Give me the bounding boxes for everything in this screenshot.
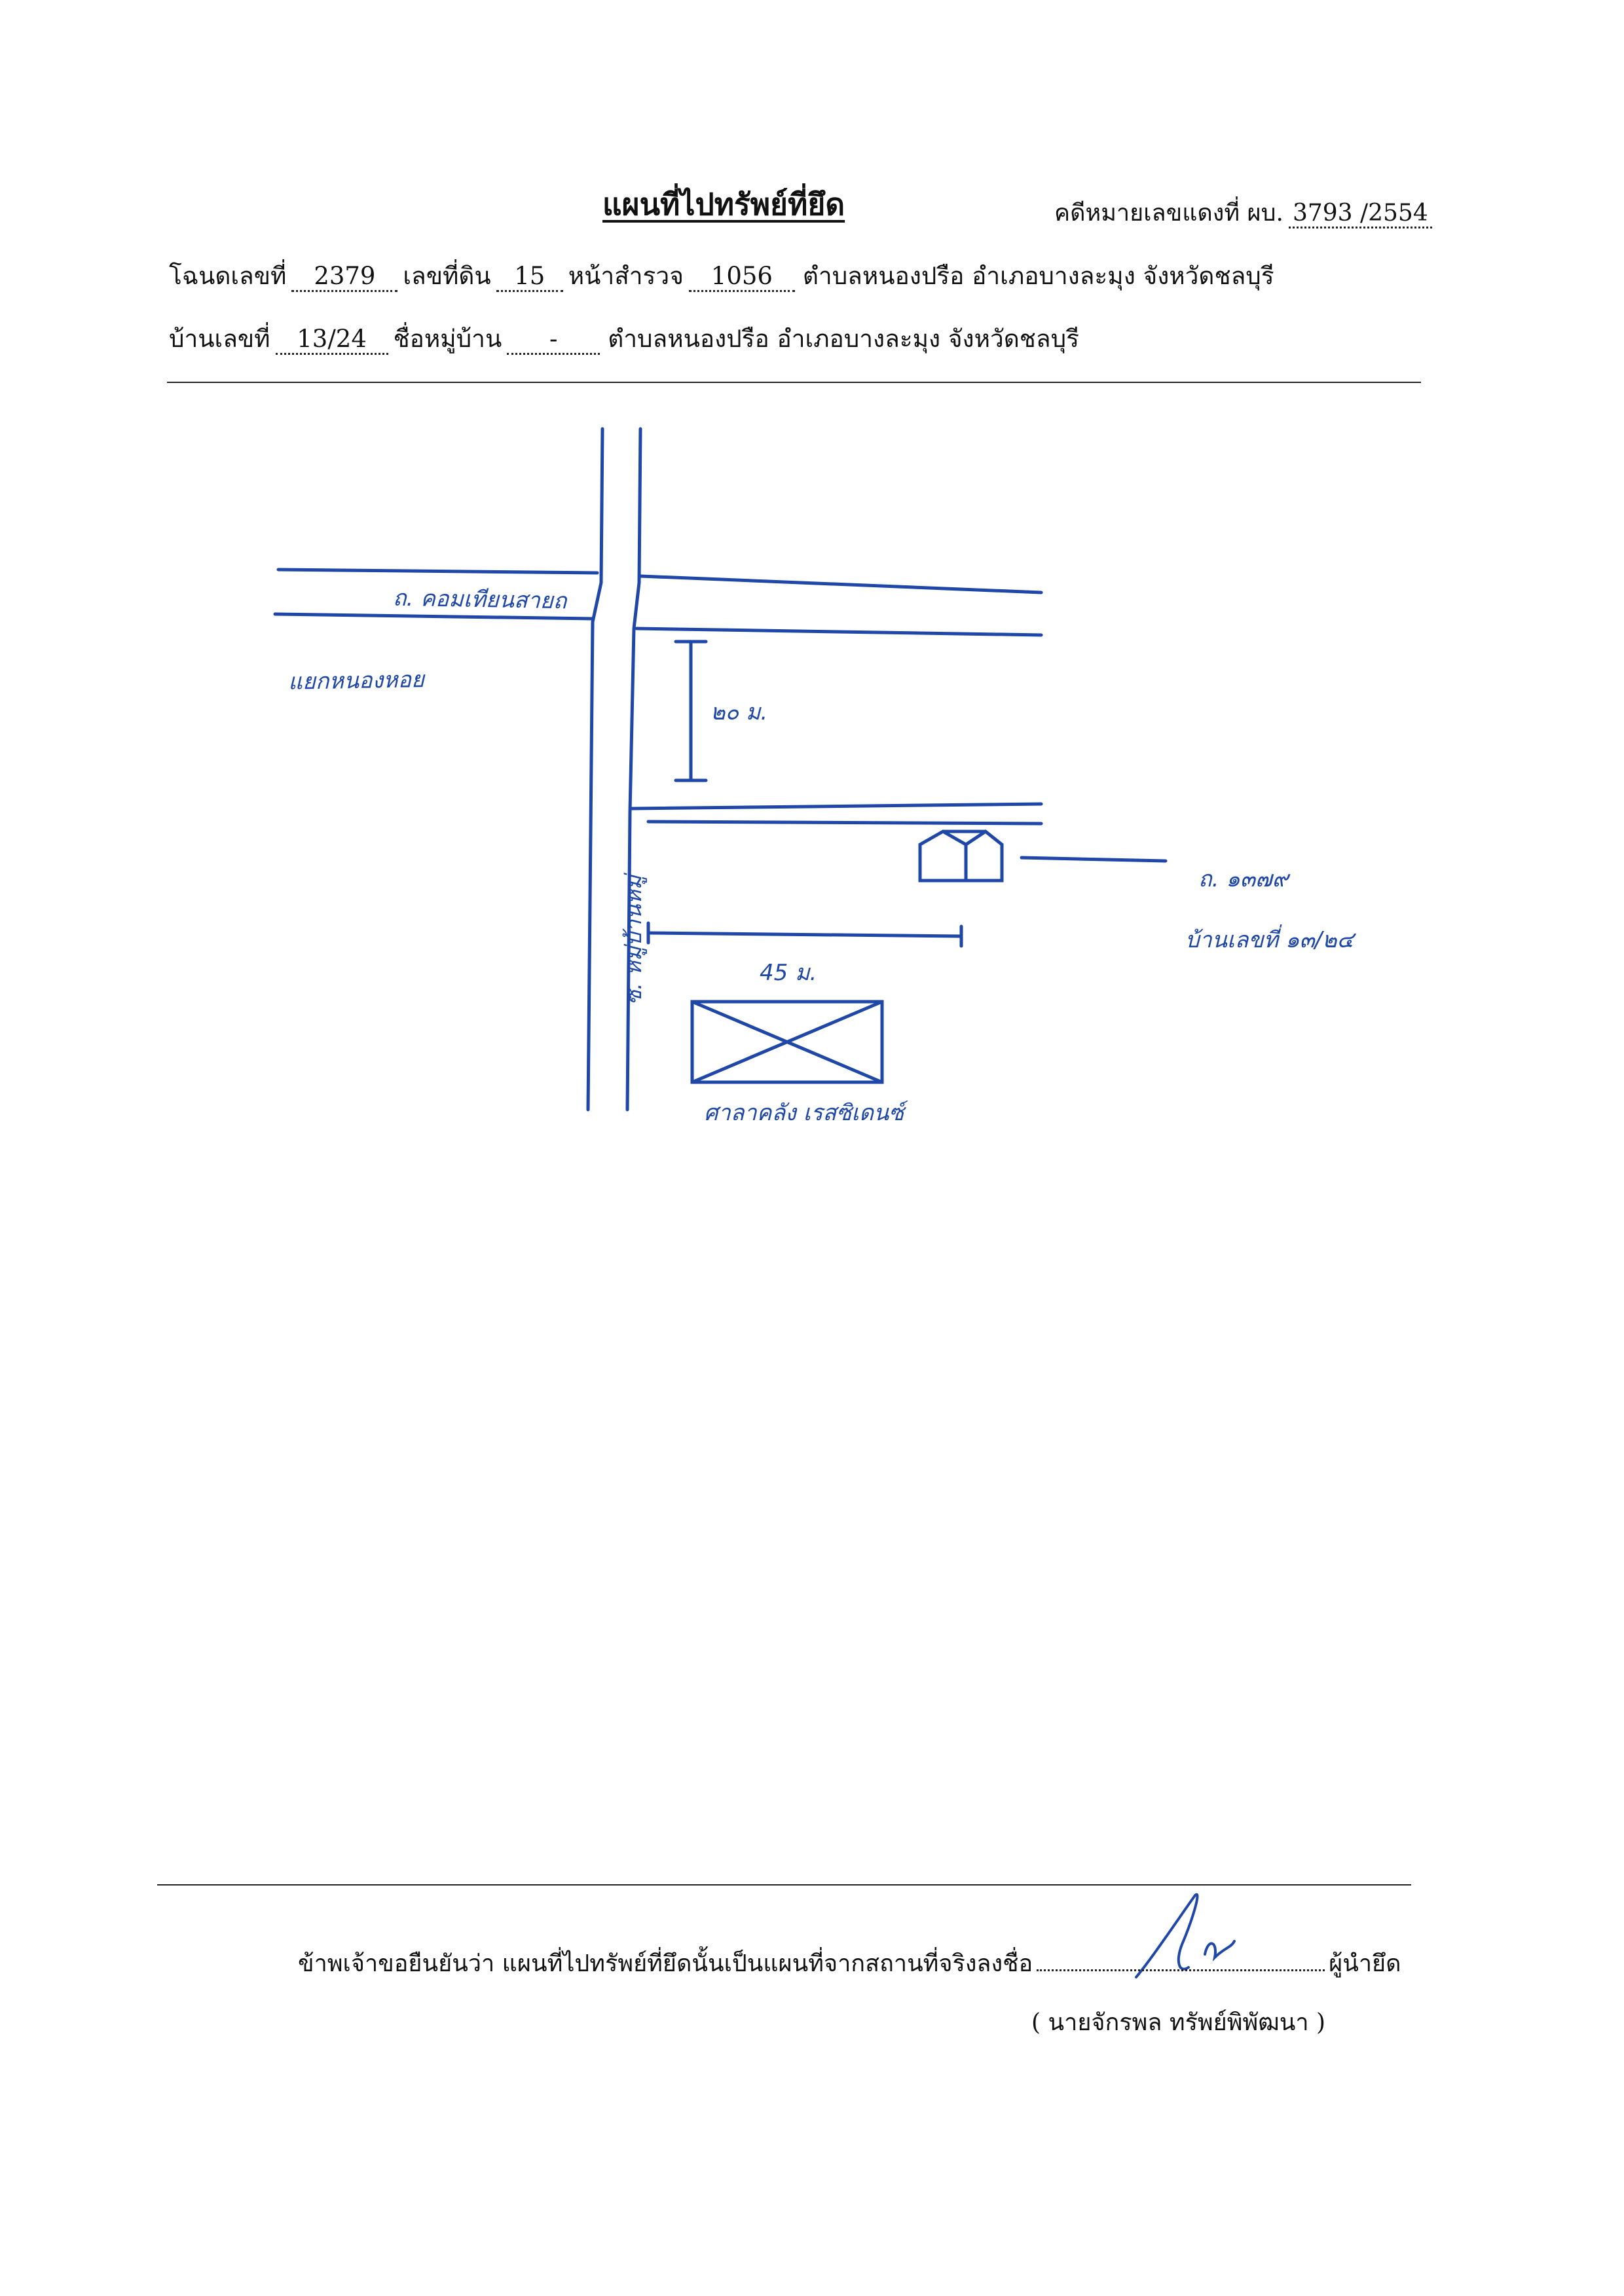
house-icon <box>918 829 1004 883</box>
land-number: 15 <box>496 263 563 292</box>
main-road-bottom-edge-right <box>635 627 1043 637</box>
survey-number: 1056 <box>688 263 795 292</box>
house-label: บ้านเลขที่ <box>169 325 270 353</box>
village-name: - <box>507 325 600 355</box>
map-label-20m: ๒๐ ม. <box>710 699 768 725</box>
page-title: แผนที่ไปทรัพย์ที่ยึด <box>602 187 845 222</box>
signer-name: ( นายจักรพล ทรัพย์พิพัฒนา ) <box>1031 2009 1326 2036</box>
vertical-road-right-edge <box>625 427 642 1112</box>
soi-top-edge <box>630 802 1043 811</box>
village-label: ชื่อหมู่บ้าน <box>393 325 502 353</box>
signature <box>1135 1893 1236 1978</box>
house-number: 13/24 <box>275 325 388 355</box>
dimension-45m-line <box>646 931 963 938</box>
map-label-landmark: ศาลาคลัง เรสซิเดนซ์ <box>704 1100 904 1126</box>
main-road-bottom-edge-left <box>273 612 595 621</box>
confirm-text: ข้าพเจ้าขอยืนยันว่า แผนที่ไปทรัพย์ที่ยึด… <box>298 1950 1033 1977</box>
deed-label: โฉนดเลขที่ <box>169 262 287 290</box>
main-road-top-edge-left <box>276 568 599 575</box>
case-number-line: คดีหมายเลขแดงที่ ผบ.3793 /2554 <box>1054 194 1437 231</box>
map-label-side-road: ซ. หมู่บ้านหมู่ <box>621 875 647 1005</box>
signature-line <box>1037 1951 1325 1971</box>
map-label-junction: แยกหนองหอย <box>287 666 425 695</box>
signer-role: ผู้นำยึด <box>1329 1950 1401 1977</box>
house-location: ตำบลหนองปรือ อำเภอบางละมุง จังหวัดชลบุรี <box>608 325 1079 353</box>
map-label-house-number: บ้านเลขที่ ๑๓/๒๔ <box>1185 927 1354 953</box>
house-pointer-line <box>1020 856 1168 863</box>
vertical-road-left-edge <box>586 427 604 1112</box>
footer-divider <box>157 1884 1411 1886</box>
soi-bottom-edge <box>646 820 1043 826</box>
land-label: เลขที่ดิน <box>403 262 491 290</box>
confirm-statement: ข้าพเจ้าขอยืนยันว่า แผนที่ไปทรัพย์ที่ยึด… <box>298 1944 1401 1982</box>
map-label-main-road: ถ. คอมเทียนสายถ <box>392 585 567 615</box>
landmark-cross <box>690 1000 884 1084</box>
case-number: 3793 /2554 <box>1288 200 1432 228</box>
case-label: คดีหมายเลขแดงที่ ผบ. <box>1054 200 1283 227</box>
header-divider <box>167 382 1421 383</box>
map-label-house-road: ถ. ๑๓๗๙ <box>1198 866 1289 892</box>
survey-label: หน้าสำรวจ <box>568 262 684 290</box>
deed-location: ตำบลหนองปรือ อำเภอบางละมุง จังหวัดชลบุรี <box>802 262 1274 290</box>
landmark-box <box>690 1000 884 1084</box>
deed-number: 2379 <box>291 263 398 292</box>
map-label-45m: 45 ม. <box>760 960 817 986</box>
main-road-top-edge-right <box>638 574 1043 594</box>
